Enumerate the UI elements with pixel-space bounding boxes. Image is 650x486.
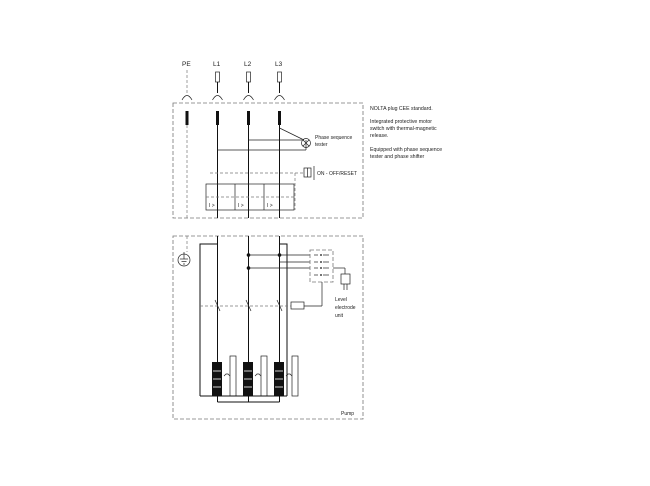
level-electrode-unit bbox=[309, 249, 334, 283]
level-label-3: unit bbox=[335, 313, 344, 319]
contactor-coil-icon bbox=[290, 301, 305, 310]
plug-socket-l2 bbox=[243, 95, 254, 101]
terminal-label-pe: PE bbox=[182, 61, 191, 68]
note-phase-1: Equipped with phase sequence bbox=[370, 147, 442, 153]
terminal-label-l2: L2 bbox=[244, 61, 252, 68]
fuse-l2 bbox=[246, 71, 251, 83]
pump-line-l1-outer bbox=[199, 236, 218, 396]
thermal-contacts bbox=[223, 355, 299, 397]
fuse-l3 bbox=[277, 71, 282, 83]
level-electrode-contacts bbox=[314, 254, 329, 276]
terminal-label-l1: L1 bbox=[213, 61, 221, 68]
on-off-reset-label: ON - OFF/RESET bbox=[317, 171, 357, 177]
level-electrode-icon bbox=[340, 273, 351, 285]
note-switch-1: Integrated protective motor bbox=[370, 119, 432, 125]
control-box-enclosure bbox=[172, 102, 364, 219]
pump-line-l3-outer bbox=[279, 243, 288, 396]
phase-tester-label: Phase sequence bbox=[315, 135, 352, 141]
note-switch-3: release. bbox=[370, 133, 388, 139]
motor-windings bbox=[212, 362, 284, 396]
phase-tester-lamp-icon bbox=[301, 138, 311, 148]
note-plug: NOLTA plug CEE standard. bbox=[370, 106, 433, 112]
motor-protection-switch bbox=[205, 183, 295, 211]
plug-pin-l2 bbox=[247, 111, 250, 125]
overload-label-3: I > bbox=[267, 203, 273, 209]
pump-label: Pump bbox=[341, 411, 354, 417]
plug-pin-l3 bbox=[278, 111, 281, 125]
plug-pin-l1 bbox=[216, 111, 219, 125]
plug-socket-l1 bbox=[212, 95, 223, 101]
phase-tester-label-2: tester bbox=[315, 142, 328, 148]
plug-pin-pe bbox=[185, 111, 189, 125]
plug-socket-pe bbox=[181, 95, 193, 101]
level-label-2: electrode bbox=[335, 305, 356, 311]
pump-enclosure bbox=[172, 235, 364, 420]
overload-label-1: I > bbox=[209, 203, 215, 209]
note-switch-2: switch with thermal-magnetic bbox=[370, 126, 437, 132]
fuse-l1 bbox=[215, 71, 220, 83]
terminal-label-l3: L3 bbox=[275, 61, 283, 68]
overload-label-2: I > bbox=[238, 203, 244, 209]
supply-terminals bbox=[181, 70, 285, 101]
plug-socket-l3 bbox=[274, 95, 285, 101]
level-label-1: Level bbox=[335, 297, 347, 303]
note-phase-2: tester and phase shifter bbox=[370, 154, 424, 160]
